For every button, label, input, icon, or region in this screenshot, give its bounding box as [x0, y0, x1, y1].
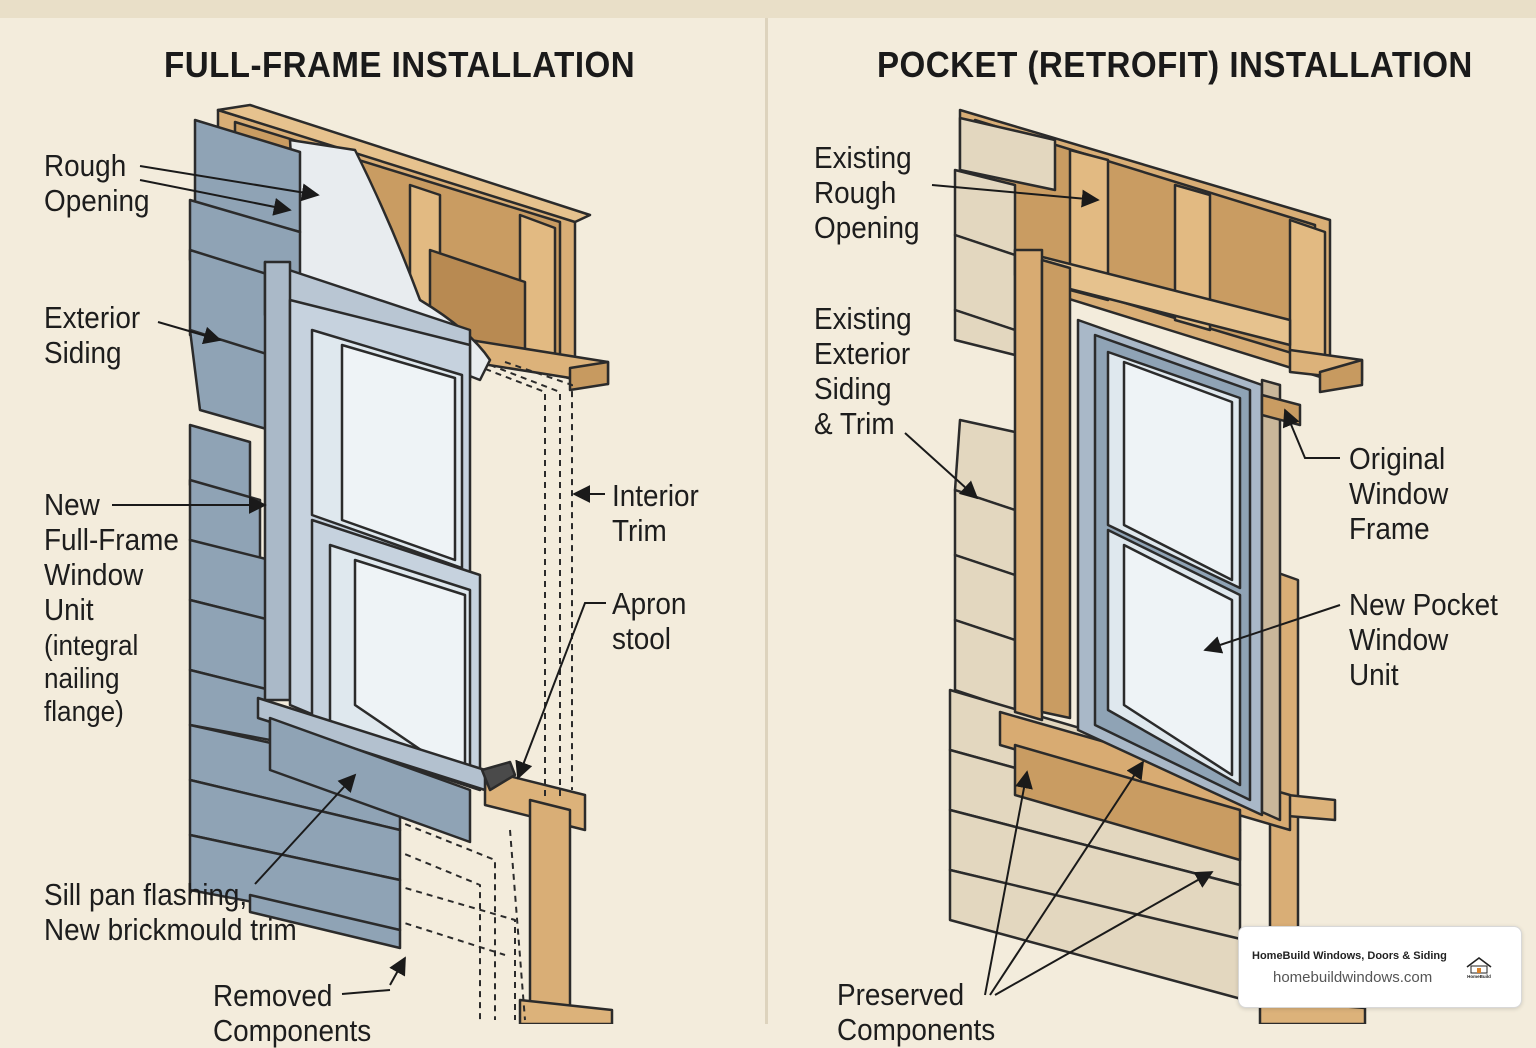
label-line: Rough [814, 175, 897, 210]
label-line: stool [612, 621, 671, 656]
label-line: Apron [612, 586, 687, 621]
full-frame-illustration [188, 103, 614, 1024]
leader-lines [112, 165, 1341, 996]
label-line: Siding [814, 371, 892, 406]
label-line: Unit [1349, 657, 1399, 692]
badge-logo-text: HomeBuild [1467, 974, 1491, 979]
label-rough-opening: Rough Opening [44, 148, 149, 218]
label-line: Siding [44, 335, 122, 370]
label-line: New brickmould trim [44, 912, 297, 947]
label-line: Components [213, 1013, 372, 1048]
homebuild-house-logo-icon: HomeBuild [1466, 957, 1492, 979]
top-band [0, 0, 1536, 18]
panel-divider [765, 18, 768, 1024]
label-line: Trim [612, 513, 667, 548]
label-line: Frame [1349, 511, 1430, 546]
label-line: (integral [44, 630, 139, 662]
label-line: Window [1349, 622, 1449, 657]
label-line: Exterior [814, 336, 911, 371]
label-original-window-frame: Original Window Frame [1349, 441, 1448, 546]
badge-url[interactable]: homebuildwindows.com [1273, 969, 1433, 986]
label-interior-trim: Interior Trim [612, 478, 699, 548]
label-exterior-siding: Exterior Siding [44, 300, 140, 370]
installation-illustrations [112, 103, 1367, 1024]
label-integral-nailing-flange: (integral nailing flange) [44, 630, 138, 729]
homebuild-badge[interactable]: HomeBuild Windows, Doors & Siding homebu… [1238, 926, 1522, 1008]
label-line: Sill pan flashing, [44, 877, 248, 912]
right-panel-title: POCKET (RETROFIT) INSTALLATION [877, 44, 1473, 85]
label-line: flange) [44, 696, 124, 728]
label-preserved-components: Preserved Components [837, 977, 995, 1047]
pocket-illustration [948, 108, 1367, 1024]
label-line: & Trim [814, 406, 895, 441]
label-sill-pan-flashing: Sill pan flashing, New brickmould trim [44, 877, 297, 947]
label-line: Unit [44, 592, 94, 627]
label-line: Interior [612, 478, 699, 513]
label-line: Preserved [837, 977, 965, 1012]
left-panel-title: FULL-FRAME INSTALLATION [164, 44, 636, 85]
label-line: Rough [44, 148, 127, 183]
label-new-full-frame-window-unit: New Full-Frame Window Unit [44, 487, 179, 627]
label-line: nailing [44, 663, 120, 695]
label-line: Components [837, 1012, 996, 1047]
label-line: Opening [44, 183, 150, 218]
badge-company-name: HomeBuild Windows, Doors & Siding [1252, 950, 1447, 962]
label-line: New Pocket [1349, 587, 1498, 622]
label-line: Existing [814, 140, 912, 175]
label-removed-components: Removed Components [213, 978, 371, 1048]
label-line: Opening [814, 210, 920, 245]
label-line: Existing [814, 301, 912, 336]
label-line: Full-Frame [44, 522, 179, 557]
label-line: Original [1349, 441, 1446, 476]
label-existing-exterior-siding-trim: Existing Exterior Siding & Trim [814, 301, 912, 441]
label-line: Window [44, 557, 144, 592]
label-line: Window [1349, 476, 1449, 511]
label-existing-rough-opening: Existing Rough Opening [814, 140, 919, 245]
label-line: New [44, 487, 100, 522]
label-line: Removed [213, 978, 333, 1013]
label-apron-stool: Apron stool [612, 586, 686, 656]
label-line: Exterior [44, 300, 141, 335]
label-new-pocket-window-unit: New Pocket Window Unit [1349, 587, 1498, 692]
